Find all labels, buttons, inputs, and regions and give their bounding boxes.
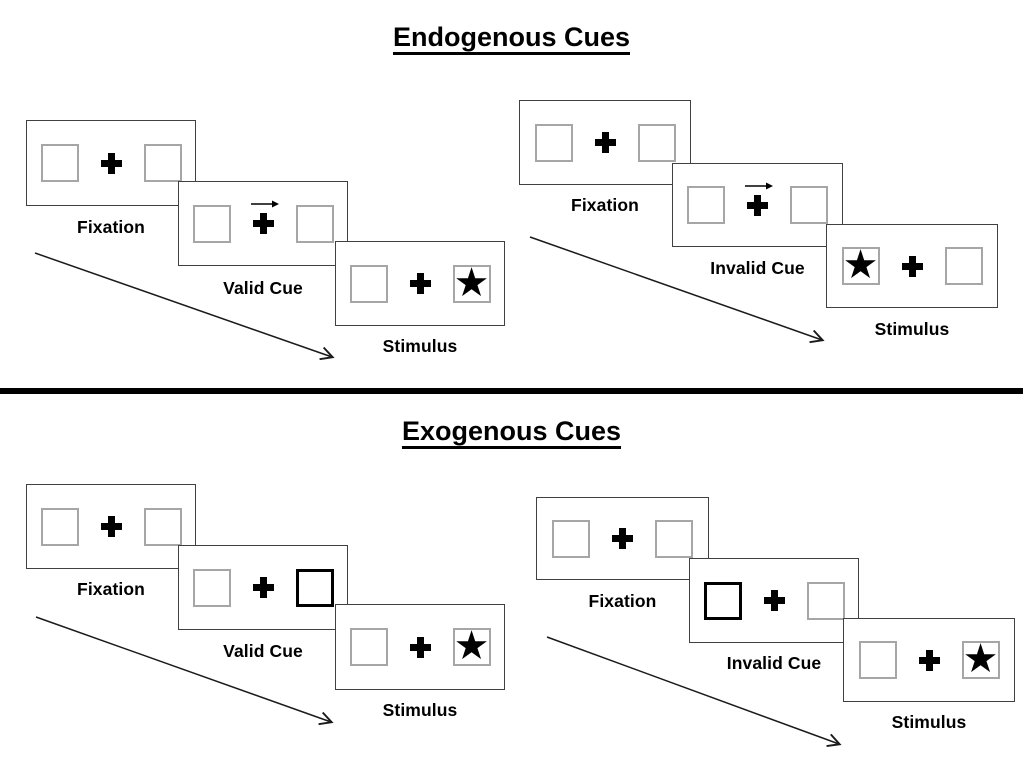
panel-label: Valid Cue: [223, 641, 303, 661]
fixation-cross-icon: [594, 132, 616, 153]
star-icon: ★: [842, 243, 879, 287]
right-box: [944, 247, 983, 285]
fixation-cross-icon: [612, 528, 633, 549]
right-box: [790, 186, 828, 224]
cue-arrow-icon: [250, 200, 279, 208]
timeline-arrow-exogenous-valid: [35, 616, 334, 726]
timeline-arrow-endogenous-invalid: [529, 236, 825, 344]
panel-label: Invalid Cue: [726, 653, 822, 673]
panel-label: Stimulus: [382, 700, 458, 720]
left-box: [349, 264, 388, 303]
panel-label: Stimulus: [874, 319, 950, 339]
section-title: Exogenous Cues: [401, 416, 622, 446]
panel-label: Stimulus: [382, 336, 458, 356]
left-box: [192, 204, 231, 243]
star-box: ★: [961, 637, 1000, 681]
left-box: [552, 519, 590, 558]
right-box: [143, 507, 182, 546]
section-divider: [0, 388, 1023, 394]
star-icon: ★: [453, 260, 490, 305]
fixation-cross-icon: [745, 182, 773, 216]
section-title: Endogenous Cues: [392, 22, 630, 52]
fixation-cross-icon: [409, 636, 431, 658]
panel-label: Invalid Cue: [710, 258, 805, 278]
stimulus-panel: ★: [843, 618, 1015, 702]
cue-panel: [689, 558, 859, 643]
panel-label: Fixation: [588, 591, 657, 611]
panel-label: Valid Cue: [223, 278, 303, 298]
cue-panel: [672, 163, 843, 247]
fixation-panel: [26, 484, 196, 569]
right-box: [143, 144, 182, 182]
stimulus-panel: ★: [826, 224, 998, 308]
fixation-cross-icon: [918, 649, 940, 671]
star-box: ★: [841, 243, 880, 287]
star-icon: ★: [962, 637, 999, 681]
left-box: [40, 507, 79, 546]
left-box: [40, 144, 79, 182]
right-box: [637, 123, 676, 162]
fixation-cross-icon: [100, 152, 122, 174]
left-box: [534, 123, 573, 162]
fixation-cross-icon: [100, 516, 122, 537]
fixation-cross-icon: [409, 273, 431, 294]
fixation-cross-icon: [763, 590, 785, 611]
stimulus-panel: ★: [335, 241, 505, 326]
panel-label: Stimulus: [891, 712, 967, 732]
timeline-arrow-endogenous-valid: [34, 252, 335, 361]
right-box: [806, 581, 845, 620]
panel-label: Fixation: [571, 195, 639, 215]
highlighted-left-box: [703, 581, 742, 620]
star-box: ★: [452, 624, 491, 668]
right-box: [655, 519, 693, 558]
panel-label: Fixation: [77, 217, 145, 237]
fixation-panel: [536, 497, 709, 580]
highlighted-right-box: [295, 568, 334, 607]
fixation-cross-icon: [250, 200, 279, 234]
fixation-cross-icon: [252, 577, 274, 598]
fixation-panel: [519, 100, 691, 185]
star-icon: ★: [453, 624, 490, 668]
timeline-arrow-exogenous-invalid: [546, 636, 842, 747]
left-box: [192, 568, 231, 607]
fixation-cross-icon: [901, 255, 923, 277]
cue-panel: [178, 545, 348, 630]
cue-panel: [178, 181, 348, 266]
fixation-panel: [26, 120, 196, 206]
right-box: [295, 204, 334, 243]
left-box: [687, 186, 725, 224]
left-box: [858, 641, 897, 679]
stimulus-panel: ★: [335, 604, 505, 690]
left-box: [349, 628, 388, 666]
cue-arrow-icon: [745, 182, 773, 189]
panel-label: Fixation: [77, 579, 145, 599]
star-box: ★: [452, 260, 491, 305]
